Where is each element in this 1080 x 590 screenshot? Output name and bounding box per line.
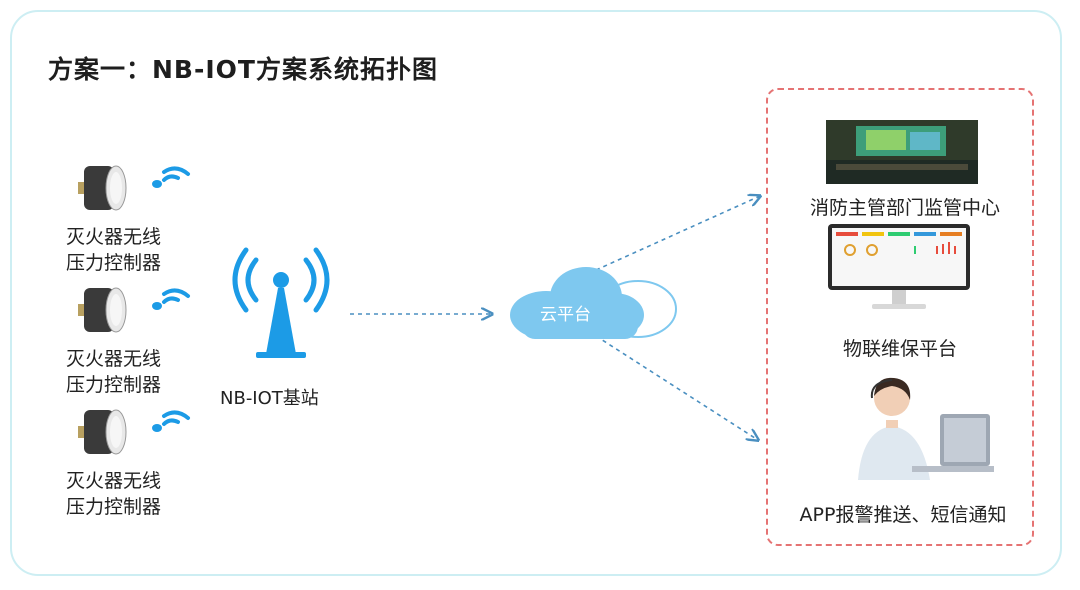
pressure-sensor-icon xyxy=(78,287,127,333)
diagram-title: 方案一：NB-IOT方案系统拓扑图 xyxy=(48,55,438,84)
cloud-label: 云平台 xyxy=(540,305,591,325)
monitoring-center-label: 消防主管部门监管中心 xyxy=(809,197,1000,219)
output-targets-panel xyxy=(766,88,1034,546)
wireless-signal-icon xyxy=(152,410,190,432)
pressure-sensor-icon xyxy=(78,165,127,211)
monitor-icon xyxy=(828,224,970,309)
customer-service-agent-image xyxy=(858,377,994,480)
base-station-icon xyxy=(232,247,330,358)
cloud-icon xyxy=(510,267,677,339)
wireless-signal-icon xyxy=(152,166,190,188)
arrow-cloud-to-center xyxy=(595,196,760,271)
device-label: 灭火器无线 压力控制器 xyxy=(66,348,162,396)
arrow-cloud-to-app xyxy=(595,335,758,440)
wireless-signal-icon xyxy=(152,288,190,310)
base-station-label: NB-IOT基站 xyxy=(220,388,319,409)
app-notification-label: APP报警推送、短信通知 xyxy=(799,504,1007,526)
device-label: 灭火器无线 压力控制器 xyxy=(66,470,162,518)
iot-platform-label: 物联维保平台 xyxy=(842,338,957,360)
monitoring-center-image xyxy=(826,120,978,184)
pressure-sensor-icon xyxy=(78,409,127,455)
device-label: 灭火器无线 压力控制器 xyxy=(66,226,162,274)
diagram-frame xyxy=(10,10,1062,576)
